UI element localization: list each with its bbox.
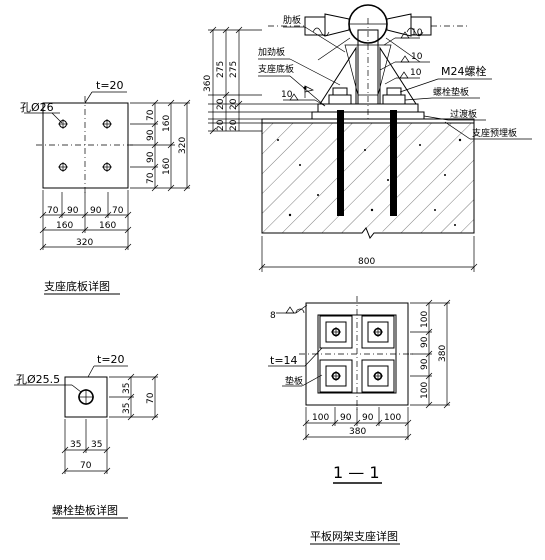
label-base-plate: 支座底板 — [258, 63, 294, 75]
weld-size-2: 10 — [411, 52, 423, 62]
embed-plate — [261, 118, 475, 124]
washer-dim-r1-0: 35 — [122, 383, 132, 394]
base-plate-thickness: t=20 — [96, 79, 124, 92]
weld-size-4: 10 — [281, 90, 293, 100]
section-thickness: t=14 — [270, 354, 298, 367]
elev-dim-2: 275 — [229, 61, 239, 78]
concrete-aggregate — [277, 138, 462, 226]
elev-dim-3: 20 — [216, 98, 226, 110]
base-plate-hole-label: 孔Ø26 — [20, 101, 54, 114]
base-dim-r3: 320 — [178, 137, 188, 154]
truss-members — [268, 13, 470, 63]
washer-dim-r2: 70 — [146, 392, 156, 404]
label-washer: 螺栓垫板 — [433, 86, 469, 98]
washer-hole-label: 孔Ø25.5 — [16, 373, 60, 386]
base-dim-r2-1: 160 — [162, 158, 172, 175]
elev-dim-5: 20 — [216, 119, 226, 131]
anchor-bolt-right — [390, 110, 397, 216]
base-plate-title: 支座底板详图 — [44, 279, 110, 293]
section-dim-b-1: 90 — [340, 413, 352, 423]
base-dim-b3: 320 — [76, 238, 93, 248]
stiffener-right — [379, 46, 417, 105]
washer-dim-b1-0: 35 — [70, 440, 81, 450]
washer-dim-b1-1: 35 — [91, 440, 102, 450]
washer-thickness: t=20 — [97, 353, 125, 366]
anchor-bolt-left — [337, 110, 344, 216]
section-dim-r-total: 380 — [438, 345, 448, 362]
weld-size-1: 10 — [411, 28, 423, 38]
base-dim-r1-3: 70 — [146, 172, 156, 184]
label-rib: 肋板 — [283, 14, 301, 26]
base-dim-b2-1: 160 — [99, 221, 116, 231]
washer-detail: t=20 孔Ø25.5 35 35 70 35 35 70 螺栓垫板详图 — [14, 353, 159, 519]
washer-outline — [64, 376, 108, 418]
section-dim-r-0: 100 — [420, 311, 430, 328]
base-dim-b1-1: 90 — [67, 206, 79, 216]
base-plate-holes — [58, 119, 112, 172]
section-1-1: 8 t=14 垫板 100 90 90 100 380 100 — [268, 296, 451, 545]
elev-dim-6: 20 — [229, 119, 239, 131]
label-bolt: M24螺栓 — [441, 64, 487, 78]
base-dim-r1-1: 90 — [146, 129, 156, 141]
section-weld: 8 — [270, 311, 276, 321]
washer-dim-r1-1: 35 — [122, 403, 132, 414]
label-transition: 过渡板 — [450, 108, 477, 120]
base-dim-b1-3: 70 — [112, 206, 124, 216]
base-dim-r1-2: 90 — [146, 151, 156, 163]
section-dim-b-total: 380 — [349, 427, 366, 437]
base-dim-r2-0: 160 — [162, 115, 172, 132]
base-dim-b1-2: 90 — [90, 206, 102, 216]
label-embed: 支座预埋板 — [472, 127, 517, 139]
section-dim-r-2: 90 — [420, 358, 430, 370]
section-dim-b-3: 100 — [384, 413, 401, 423]
elev-dim-1: 275 — [216, 61, 226, 78]
section-title: 平板网架支座详图 — [310, 529, 398, 543]
section-pad-label: 垫板 — [285, 375, 303, 387]
elev-dim-bottom: 800 — [358, 257, 375, 267]
washer-dim-b2: 70 — [80, 461, 92, 471]
base-dim-r1-0: 70 — [146, 109, 156, 121]
base-plate-outline — [42, 102, 129, 189]
label-stiffener: 加劲板 — [258, 46, 285, 58]
section-dim-r-1: 90 — [420, 336, 430, 348]
section-label: 1 — 1 — [333, 463, 380, 482]
base-plate-detail: t=20 孔Ø26 70 90 90 70 160 160 320 — [20, 79, 191, 295]
weld-symbols: 10 10 10 10 — [281, 28, 430, 107]
section-dim-b-2: 90 — [362, 413, 374, 423]
base-dim-b1-0: 70 — [47, 206, 59, 216]
support-elevation: 360 275 275 20 20 20 20 800 肋板 加劲板 支座底板 … — [203, 4, 532, 272]
elev-dim-0: 360 — [203, 75, 213, 92]
base-dim-b2-0: 160 — [56, 221, 73, 231]
stiffener-left — [319, 46, 357, 105]
washer-title: 螺栓垫板详图 — [52, 503, 118, 517]
concrete-pedestal — [261, 122, 475, 234]
section-dim-b-0: 100 — [312, 413, 329, 423]
elev-dim-4: 20 — [229, 98, 239, 110]
support-column — [357, 29, 379, 105]
section-dim-r-3: 100 — [420, 382, 430, 399]
weld-size-3: 10 — [410, 68, 422, 78]
